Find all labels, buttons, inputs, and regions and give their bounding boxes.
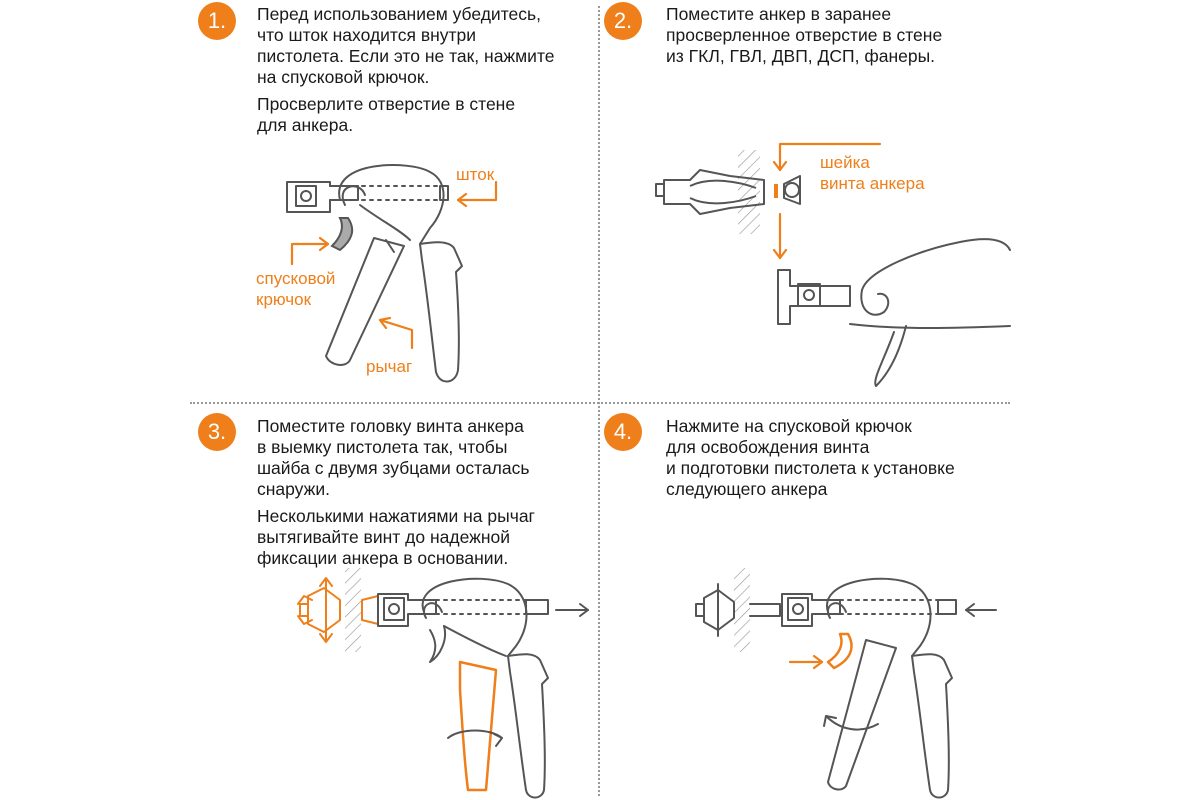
anchor-installed-4 — [695, 583, 781, 637]
step-2-badge: 2. — [604, 2, 642, 40]
riveter-illustration-1 — [286, 164, 463, 383]
step-1-paragraph-1: Перед использованием убедитесь, что шток… — [257, 4, 555, 87]
trigger-highlight-4 — [826, 632, 853, 670]
callout-arrows-1 — [290, 180, 498, 350]
step-3-paragraph-2: Несколькими нажатиями на рычаг вытягивай… — [257, 506, 535, 568]
wall-3 — [345, 568, 361, 652]
step-4-paragraph-1: Нажмите на спусковой крючок для освобожд… — [666, 416, 955, 499]
step-1-paragraph-2: Просверлите отверстие в стене для анкера… — [257, 94, 516, 135]
lever-label: рычаг — [366, 357, 413, 376]
step-3-badge: 3. — [198, 413, 236, 451]
lever-highlight-3 — [458, 660, 498, 792]
riveter-illustration-4 — [781, 577, 957, 799]
step-3-text: Поместите головку винта анкера в выемку … — [257, 416, 535, 575]
motion-arrows-3 — [447, 603, 589, 747]
callout-arrows-2 — [772, 142, 882, 260]
trigger-label: спусковой крючок — [256, 269, 336, 309]
step-3-paragraph-1: Поместите головку винта анкера в выемку … — [257, 416, 530, 499]
wall-2 — [738, 150, 760, 234]
rod-label: шток — [456, 165, 495, 184]
wall-4 — [734, 568, 750, 652]
anchor-illustration-2 — [655, 169, 801, 215]
riveter-illustration-3 — [377, 577, 549, 799]
trigger-shape-1 — [330, 217, 354, 252]
motion-arrows-4 — [788, 603, 997, 731]
horizontal-divider — [190, 402, 1010, 404]
anchor-expanded-3 — [297, 577, 379, 643]
step-4-badge: 4. — [604, 413, 642, 451]
step-1-badge: 1. — [198, 2, 236, 40]
vertical-divider — [598, 6, 600, 796]
step-1-text: Перед использованием убедитесь, что шток… — [257, 4, 555, 142]
step-4-text: Нажмите на спусковой крючок для освобожд… — [666, 416, 955, 506]
step-2-text: Поместите анкер в заранее просверленное … — [666, 4, 942, 73]
screw-neck-label: шейка винта анкера — [820, 153, 925, 193]
riveter-closeup-2 — [777, 238, 1011, 387]
step-2-paragraph-1: Поместите анкер в заранее просверленное … — [666, 4, 943, 66]
